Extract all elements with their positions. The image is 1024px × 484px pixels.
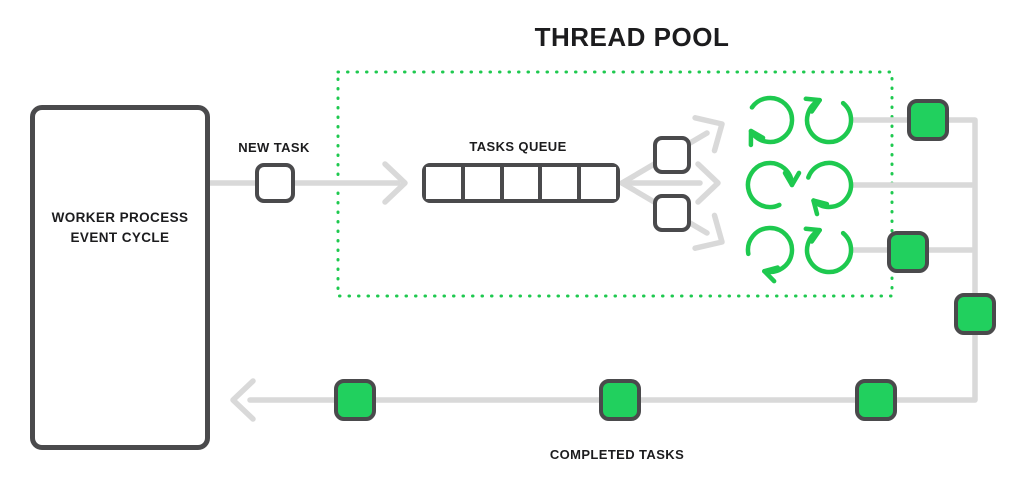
thread-spinner-icon [806, 229, 851, 272]
completed-tasks-label: COMPLETED TASKS [549, 447, 685, 462]
arrow-queue-to-thread-middle [619, 161, 721, 205]
completed-task-square [954, 293, 996, 335]
diagram-title: THREAD POOL [534, 22, 730, 52]
queue-slot [503, 167, 543, 199]
arrowhead-completed-to-worker [230, 378, 256, 422]
completed-task-square [334, 379, 376, 421]
thread-spinner-icon [747, 96, 794, 145]
thread-spinner-icon [741, 155, 799, 214]
completed-task-square [887, 231, 929, 273]
tasks-queue-label: TASKS QUEUE [469, 139, 567, 154]
arrow-worker-to-queue [207, 161, 408, 205]
thread-spinner-icon [739, 219, 801, 281]
dispatch-task-square [653, 136, 691, 174]
dispatch-task-square [653, 194, 691, 232]
completed-task-square [907, 99, 949, 141]
queue-slot [542, 167, 582, 199]
completed-task-square [855, 379, 897, 421]
worker-process-label-line1: WORKER PROCESS [51, 210, 189, 225]
thread-spinner-icon [802, 157, 858, 214]
thread-spinner-icon [806, 99, 851, 142]
queue-slot [426, 167, 465, 199]
worker-process-box: WORKER PROCESS EVENT CYCLE [30, 105, 210, 450]
queue-slot [464, 167, 504, 199]
new-task-square [255, 163, 295, 203]
new-task-label: NEW TASK [238, 140, 310, 155]
tasks-queue [422, 163, 620, 203]
queue-slot [581, 167, 616, 199]
worker-process-label-line2: EVENT CYCLE [70, 230, 170, 246]
worker-process-label: WORKER PROCESS EVENT CYCLE [35, 208, 205, 249]
completed-task-square [599, 379, 641, 421]
